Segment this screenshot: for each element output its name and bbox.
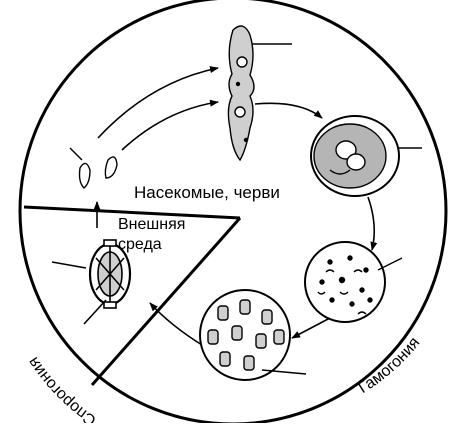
trophozoites <box>228 26 292 160</box>
gamont-cyst <box>311 116 422 196</box>
gamogony-label: Гамогония <box>356 334 424 397</box>
sporogony-label: Спорогония <box>25 354 99 423</box>
arrow-gametes-to-oocyst <box>292 318 330 338</box>
sporozoites <box>70 148 117 188</box>
arrow-gamont-to-gametes <box>368 197 374 250</box>
arrow-sporozoite-to-host-lower <box>122 102 218 150</box>
host-label: Насекомые, черви <box>134 183 280 202</box>
arrow-sporozoite-to-host-upper <box>98 68 218 138</box>
gametes-cyst <box>305 242 402 322</box>
arrow-trophozoite-to-gamont <box>255 103 322 118</box>
sporogony-label-path: Спорогония <box>25 354 99 423</box>
oocyst <box>200 290 306 380</box>
external-environment-label-line1: Внешняя <box>118 216 185 233</box>
gamogony-label-path: Гамогония <box>356 334 424 397</box>
external-environment-label-line2: среда <box>118 236 162 253</box>
